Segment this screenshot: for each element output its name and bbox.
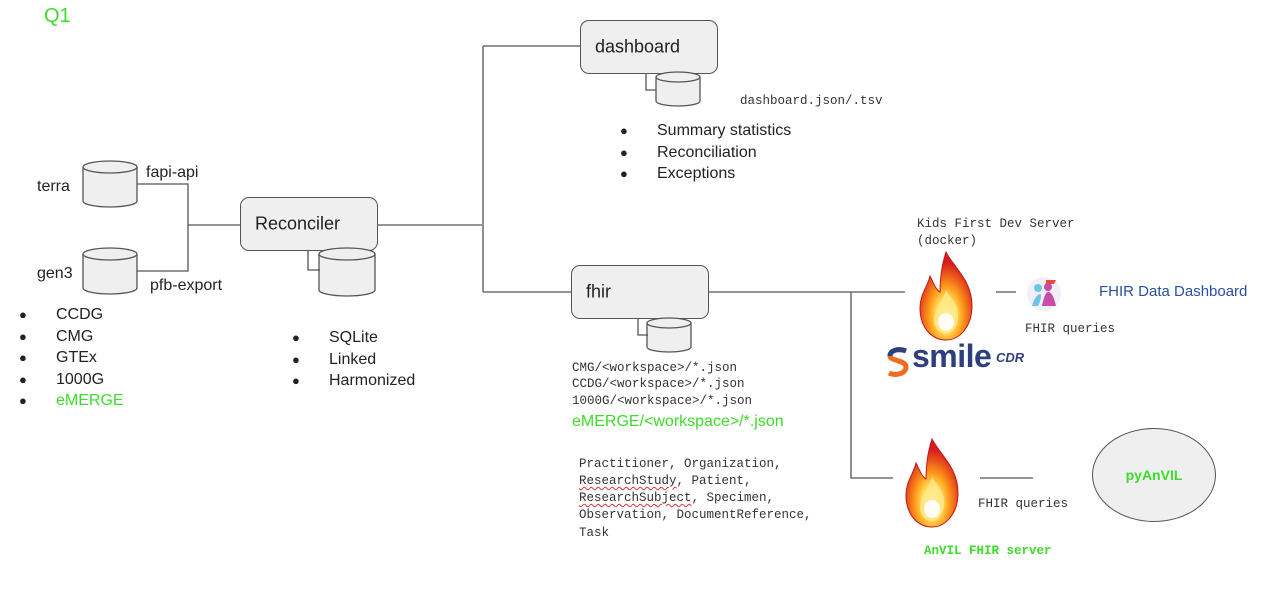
fhir-database-icon — [646, 317, 692, 353]
fhir-node: fhir — [571, 265, 709, 319]
kids-first-queries-label: FHIR queries — [1025, 322, 1116, 336]
kids-first-subtitle: (docker) — [917, 234, 978, 248]
dashboard-output-path: dashboard.json/.tsv — [740, 94, 883, 108]
fhir-path-emerge: eMERGE/<workspace>/*.json — [572, 413, 784, 430]
resource-line: Practitioner, Organization, — [579, 457, 782, 471]
reconciler-feature-list: ●SQLite ●Linked ●Harmonized — [292, 327, 416, 392]
list-item: ●Exceptions — [620, 165, 736, 182]
smile-cdr-logo-icon — [887, 347, 909, 377]
list-item: ●SQLite — [292, 329, 378, 346]
list-item: ●eMERGE — [19, 392, 124, 409]
reconciler-db-link — [307, 250, 320, 271]
terra-label: terra — [37, 178, 70, 195]
list-item: ●Reconciliation — [620, 143, 757, 161]
list-item: ●CCDG — [19, 306, 104, 323]
fire-icon — [905, 437, 959, 528]
anvil-queries-label: FHIR queries — [978, 497, 1069, 511]
list-item: ●Harmonized — [292, 372, 416, 389]
list-item: ●CMG — [19, 327, 94, 345]
fapi-label: fapi-api — [146, 164, 199, 181]
dashboard-db-link — [645, 73, 656, 91]
resource-line: ResearchSubject, Specimen, — [579, 491, 775, 505]
terra-database-icon — [82, 160, 138, 208]
smile-logo-suffix: CDR — [996, 350, 1025, 365]
pyanvil-client-node: pyAnVIL — [1092, 428, 1216, 522]
anvil-server-label: AnVIL FHIR server — [924, 544, 1052, 558]
list-item: ●1000G — [19, 370, 105, 388]
terra-connector — [136, 183, 189, 225]
gen3-database-icon — [82, 247, 138, 295]
list-item: ●Summary statistics — [620, 122, 792, 139]
dashboard-database-icon — [655, 71, 701, 107]
resource-line: Observation, DocumentReference, — [579, 508, 812, 522]
dashboard-feature-list: ●Summary statistics ●Reconciliation ●Exc… — [620, 120, 792, 185]
quarter-label: Q1 — [44, 5, 71, 27]
gen3-label: gen3 — [37, 265, 73, 282]
fire-icon — [919, 250, 973, 341]
gen3-connector — [136, 225, 189, 272]
fhir-path-1000g: 1000G/<workspace>/*.json — [572, 394, 753, 408]
fhir-path-ccdg: CCDG/<workspace>/*.json — [572, 377, 745, 391]
pfb-label: pfb-export — [150, 277, 223, 294]
fhir-dashboard-label: FHIR Data Dashboard — [1099, 283, 1248, 300]
smile-logo-text: smile — [912, 338, 992, 374]
dashboard-node: dashboard — [580, 20, 718, 74]
kids-first-title: Kids First Dev Server — [917, 217, 1075, 231]
fhir-db-link — [637, 318, 648, 336]
fhir-to-anvil — [850, 292, 893, 479]
reconciler-database-icon — [318, 247, 376, 297]
list-item: ●Linked — [292, 350, 377, 368]
resource-line: ResearchStudy, Patient, — [579, 474, 752, 488]
dashboard-people-icon — [1027, 277, 1061, 311]
resource-line: Task — [579, 526, 610, 540]
program-list: ●CCDG ●CMG ●GTEx ●1000G ●eMERGE — [19, 304, 124, 412]
reconciler-node: Reconciler — [240, 197, 378, 251]
list-item: ●GTEx — [19, 349, 97, 366]
fhir-path-cmg: CMG/<workspace>/*.json — [572, 361, 738, 375]
